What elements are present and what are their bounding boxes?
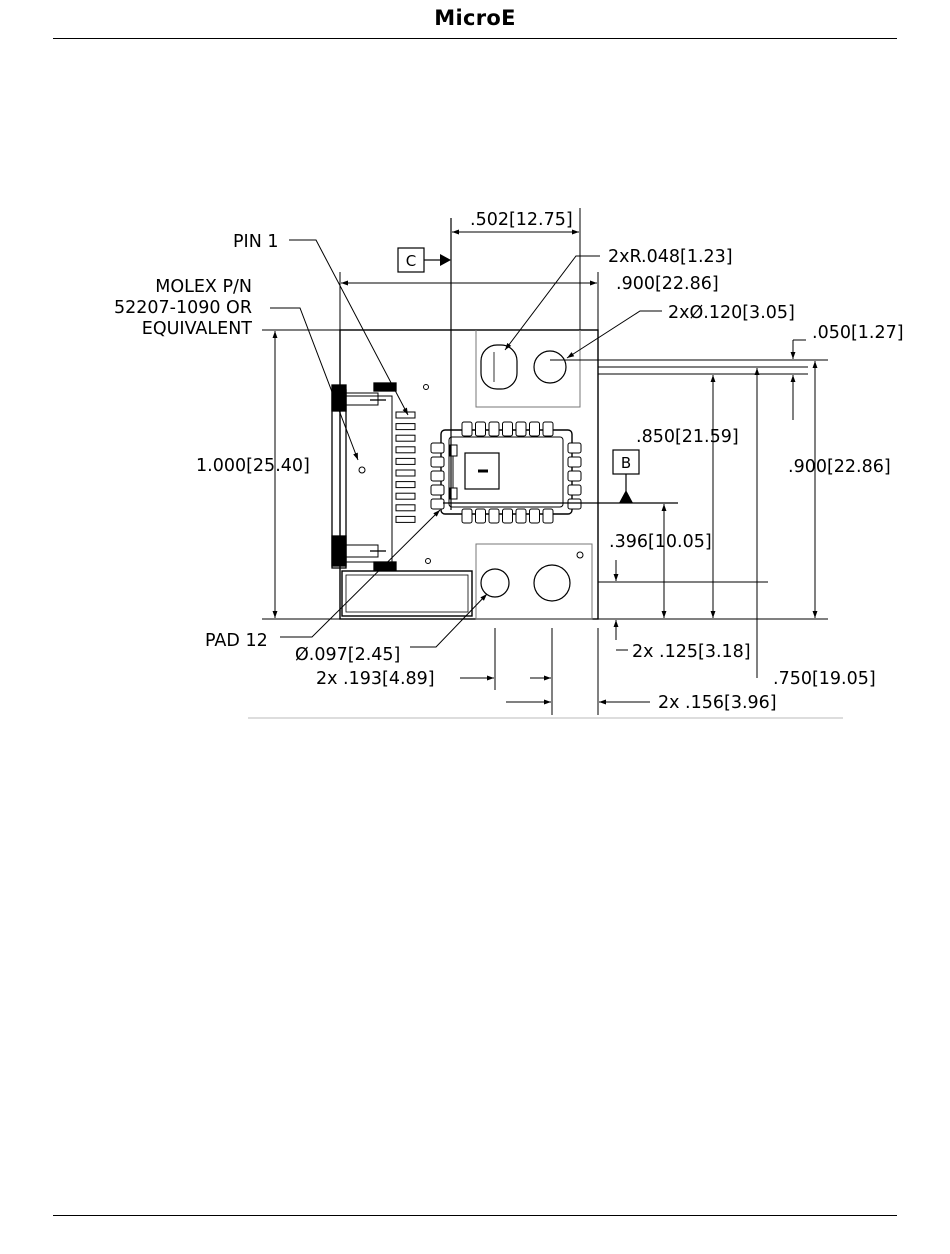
dim-125-label: 2x .125[3.18]	[632, 642, 751, 662]
connector-pin	[396, 505, 415, 511]
datum-b-box: B	[613, 450, 639, 503]
connector-pin	[396, 435, 415, 441]
board-holes	[359, 385, 431, 564]
datum-c-label: C	[406, 252, 416, 270]
chip-pad	[431, 499, 444, 509]
slot-radius-label: 2xR.048[1.23]	[608, 247, 733, 267]
chip-pad	[516, 422, 526, 436]
sensor-chip	[441, 430, 572, 514]
chip-pad	[503, 509, 513, 523]
connector-pins	[396, 412, 415, 522]
chip-pad	[568, 443, 581, 453]
dim-502-label: .502[12.75]	[470, 210, 573, 230]
board-outline	[340, 330, 598, 619]
top-mounting-area	[476, 330, 580, 407]
chip-pad	[568, 457, 581, 467]
dim-900-height-label: .900[22.86]	[788, 457, 891, 477]
chip-pad	[476, 509, 486, 523]
dim-050-label: .050[1.27]	[812, 323, 904, 343]
dim-900-width-label: .900[22.86]	[616, 274, 719, 294]
chip-pad	[568, 499, 581, 509]
chip-pad	[489, 509, 499, 523]
chip-pad	[568, 471, 581, 481]
connector-pin	[396, 412, 415, 418]
connector-pin	[396, 424, 415, 430]
dim-193-label: 2x .193[4.89]	[316, 669, 435, 689]
connector-pin	[396, 516, 415, 522]
dimension-lines	[262, 208, 828, 715]
bottom-mounting-area	[476, 544, 592, 619]
molex-connector	[332, 383, 396, 570]
connector-pin	[396, 470, 415, 476]
chip-pad	[489, 422, 499, 436]
dim-396-label: .396[10.05]	[609, 532, 712, 552]
pin1-label: PIN 1	[233, 232, 279, 252]
chip-pad	[431, 471, 444, 481]
connector-pin	[396, 482, 415, 488]
chip-pad	[543, 422, 553, 436]
chip-pad	[516, 509, 526, 523]
hole-dia-097-label: Ø.097[2.45]	[295, 645, 400, 665]
datum-b-label: B	[621, 454, 631, 472]
dim-850-label: .850[21.59]	[636, 427, 739, 447]
connector-pin	[396, 458, 415, 464]
chip-pad	[431, 485, 444, 495]
molex-label-line1: MOLEX P/N	[155, 277, 252, 297]
connector-pin	[396, 447, 415, 453]
molex-label-line2: 52207-1090 OR	[114, 298, 252, 318]
hole-dia-120-label: 2xØ.120[3.05]	[668, 303, 795, 323]
datum-c-box: C	[398, 248, 451, 272]
chip-pad	[462, 422, 472, 436]
chip-pad	[543, 509, 553, 523]
chip-pad	[431, 443, 444, 453]
chip-pad	[503, 422, 513, 436]
pad12-label: PAD 12	[205, 631, 268, 651]
chip-pad	[476, 422, 486, 436]
chip-pad	[462, 509, 472, 523]
dim-156-label: 2x .156[3.96]	[658, 693, 777, 713]
chip-pad	[568, 485, 581, 495]
chip-pad	[530, 509, 540, 523]
leader-lines	[270, 240, 662, 647]
dim-1000-label: 1.000[25.40]	[196, 456, 310, 476]
dim-750-label: .750[19.05]	[773, 669, 876, 689]
molex-label-line3: EQUIVALENT	[142, 319, 253, 339]
chip-pad	[530, 422, 540, 436]
pad12-block	[342, 571, 472, 616]
connector-pin	[396, 493, 415, 499]
chip-pad	[431, 457, 444, 467]
